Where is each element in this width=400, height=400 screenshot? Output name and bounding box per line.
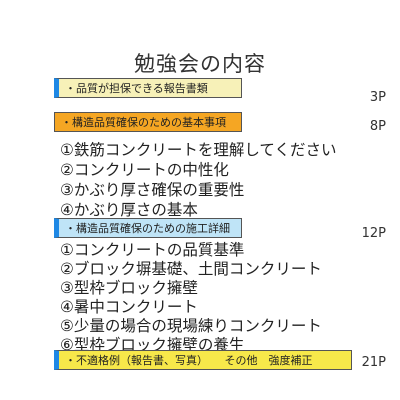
list-item: ③型枠ブロック擁壁 <box>60 279 198 297</box>
section-nonconforming-examples: ・不適格例（報告書、写真） その他 強度補正 <box>54 350 352 370</box>
section-page-number: 12P <box>361 226 386 241</box>
section-basic-matters: ・構造品質確保のための基本事項 <box>54 112 242 132</box>
list-item: ①鉄筋コンクリートを理解してください <box>60 141 337 159</box>
section-construction-details: ・構造品質確保のための施工詳細 <box>54 218 242 238</box>
section-page-number: 8P <box>369 119 386 134</box>
list-item: ④かぶり厚さの基本 <box>60 201 198 219</box>
list-item: ⑤少量の場合の現場練りコンクリート <box>60 317 322 335</box>
section-page-number: 3P <box>369 90 386 105</box>
list-item: ⑥型枠ブロック擁壁の養生 <box>60 336 245 354</box>
list-item: ③かぶり厚さ確保の重要性 <box>60 181 245 199</box>
list-item: ②ブロック塀基礎、土間コンクリート <box>60 260 322 278</box>
list-item: ④暑中コンクリート <box>60 298 198 316</box>
section-page-number: 21P <box>361 355 386 370</box>
list-item: ①コンクリートの品質基準 <box>60 241 245 259</box>
list-item: ②コンクリートの中性化 <box>60 161 229 179</box>
page-title: 勉強会の内容 <box>134 52 266 76</box>
section-report-documents: ・品質が担保できる報告書類 <box>54 78 242 98</box>
